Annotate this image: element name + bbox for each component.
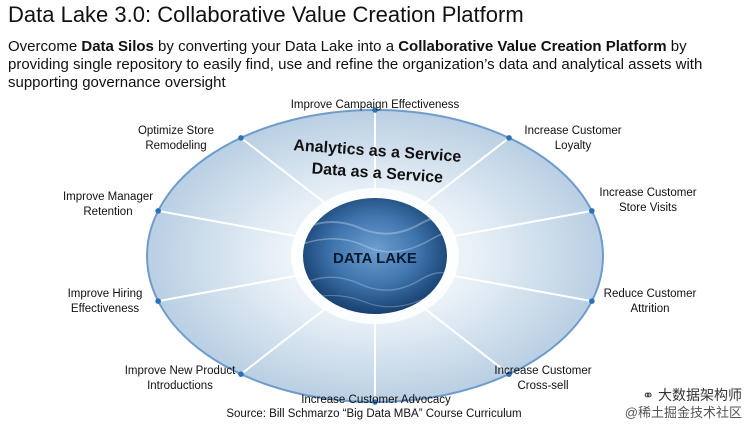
use-case-label: Improve Campaign Effectiveness (291, 98, 460, 113)
spoke-dot (155, 298, 161, 304)
spoke-dot (238, 135, 244, 141)
spoke-dot (589, 298, 595, 304)
spoke-dot (238, 371, 244, 377)
watermark-line1: 大数据架构师 (658, 387, 742, 403)
spoke-dot (589, 208, 595, 214)
spoke-dot (506, 135, 512, 141)
data-lake-label: DATA LAKE (333, 250, 417, 267)
watermark-line2: @稀土掘金技术社区 (625, 404, 742, 422)
wechat-icon: ⚭ (642, 386, 654, 404)
use-case-label: Increase Customer Advocacy (301, 393, 451, 408)
watermark: ⚭大数据架构师 @稀土掘金技术社区 (625, 386, 742, 422)
spoke-dot (155, 208, 161, 214)
